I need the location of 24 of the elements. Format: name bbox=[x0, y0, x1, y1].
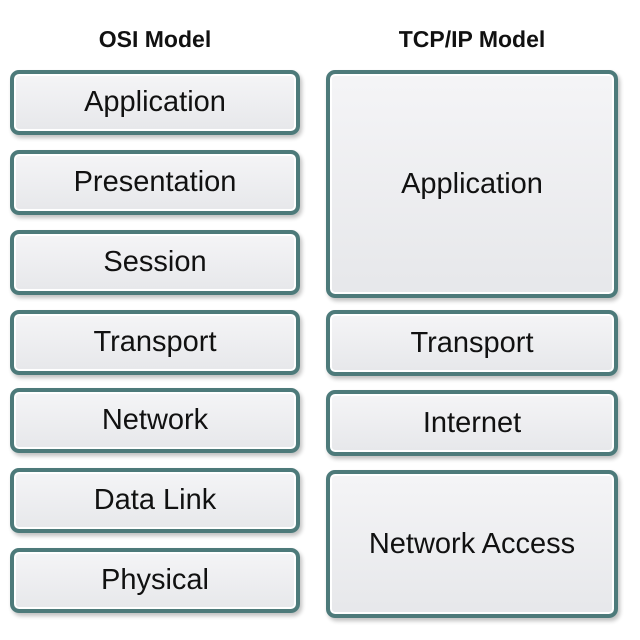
layer-label: Application bbox=[84, 85, 226, 120]
layer-box bbox=[326, 70, 618, 298]
layer-label: Network Access bbox=[368, 526, 576, 562]
layer-label: Application bbox=[401, 166, 543, 202]
layer-box bbox=[326, 470, 618, 618]
layer-label: Transport bbox=[93, 325, 217, 360]
layer-box bbox=[326, 390, 618, 456]
layer-box bbox=[10, 468, 300, 533]
layer-box bbox=[10, 70, 300, 135]
layer-label: Data Link bbox=[94, 483, 216, 518]
layer-label: Network bbox=[102, 403, 208, 438]
layer-box bbox=[326, 310, 618, 376]
layer-box bbox=[10, 388, 300, 453]
layer-box bbox=[10, 548, 300, 613]
layer-box bbox=[10, 230, 300, 295]
layer-label: Transport bbox=[410, 326, 534, 361]
column-heading: OSI Model bbox=[98, 26, 212, 53]
layer-label: Physical bbox=[101, 563, 209, 598]
column-heading: TCP/IP Model bbox=[398, 26, 546, 53]
layer-label: Presentation bbox=[74, 165, 236, 200]
layer-label: Session bbox=[103, 245, 207, 280]
layer-label: Internet bbox=[422, 406, 522, 441]
layer-box bbox=[10, 150, 300, 215]
layer-box bbox=[10, 310, 300, 375]
